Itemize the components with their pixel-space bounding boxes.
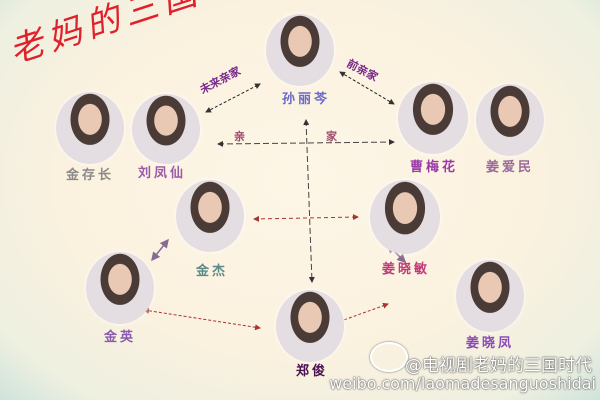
photo-jxf: [456, 260, 524, 332]
arrow-jinying-jinjie: [151, 238, 169, 262]
photo-jiangam: [476, 84, 544, 156]
arrow-former-inlaws: [339, 71, 395, 105]
arrow-jinjie-jxm: [253, 214, 359, 222]
arrow-inlaws: [217, 139, 395, 147]
weibo-logo-icon: [370, 342, 408, 372]
relation-inlaws-right: 家: [326, 130, 337, 143]
name-zheng: 郑俊: [295, 364, 329, 379]
photo-sun: [266, 14, 334, 86]
watermark-url: weibo.com/laomadesanguoshidai: [329, 374, 596, 393]
relation-inlaws-left: 亲: [234, 130, 245, 143]
photo-jinjie: [176, 180, 244, 252]
photo-zheng: [276, 290, 344, 362]
name-jinjie: 金杰: [195, 264, 229, 279]
name-jincz: 金存长: [65, 168, 115, 183]
photo-jincz: [56, 92, 124, 164]
arrow-vertical: [303, 119, 315, 283]
name-jxf: 姜晓凤: [465, 336, 515, 351]
name-sun: 孙丽芩: [281, 92, 331, 107]
name-liu: 刘凤仙: [137, 166, 187, 181]
name-jiangam: 姜爱民: [485, 160, 535, 175]
arrow-future-inlaws: [205, 83, 261, 113]
photo-jinying: [86, 252, 154, 324]
photo-cao: [398, 82, 468, 154]
name-jxm: 姜晓敏: [381, 262, 431, 277]
photo-liu: [132, 94, 200, 164]
name-cao: 曹梅花: [409, 160, 459, 175]
arrow-jinying-zheng: [143, 307, 261, 331]
photo-jxm: [370, 180, 440, 254]
name-jinying: 金英: [103, 330, 137, 345]
watermark-handle: @电视剧老妈的三国时代: [405, 356, 592, 376]
